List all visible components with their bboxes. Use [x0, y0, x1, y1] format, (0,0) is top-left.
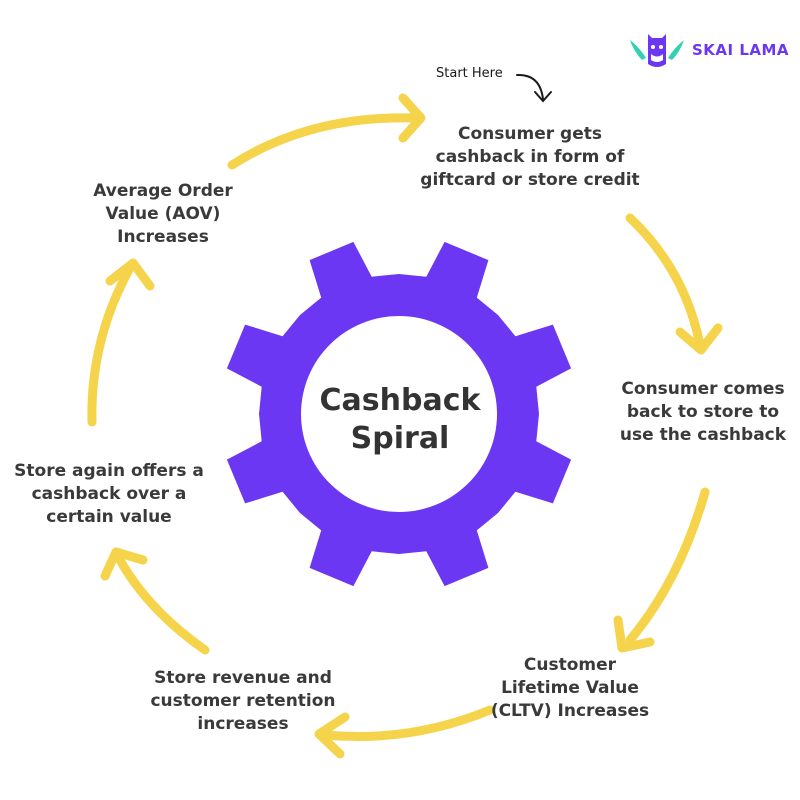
- arrow-offer-to-aov: [87, 258, 155, 427]
- step-cltv-increases: Customer Lifetime Value (CLTV) Increases: [490, 655, 650, 721]
- gear-hole: [301, 316, 497, 512]
- llama-logo-icon: [630, 34, 684, 67]
- step-return-to-store: Consumer comes back to store to use the …: [619, 379, 787, 445]
- arrow-return-to-cltv: [613, 487, 710, 653]
- arrow-cltv-to-revenue: [314, 705, 495, 759]
- step-revenue-retention: Store revenue and customer retention inc…: [150, 668, 336, 734]
- brand-logo: SKAI LAMA: [628, 30, 789, 70]
- center-title: Cashback Spiral: [319, 383, 481, 456]
- start-here-arrow: [516, 73, 552, 103]
- arrow-cashback-to-return: [625, 213, 723, 355]
- start-here-label: Start Here: [436, 66, 503, 81]
- brand-name: SKAI LAMA: [692, 41, 790, 59]
- arrow-revenue-to-offer: [100, 547, 210, 655]
- step-offer-cashback: Store again offers a cashback over a cer…: [14, 461, 204, 527]
- step-cashback-received: Consumer gets cashback in form of giftca…: [420, 124, 640, 190]
- step-aov-increases: Average Order Value (AOV) Increases: [93, 181, 233, 247]
- arrow-aov-to-cashback: [227, 93, 426, 170]
- gear-icon: [226, 241, 572, 587]
